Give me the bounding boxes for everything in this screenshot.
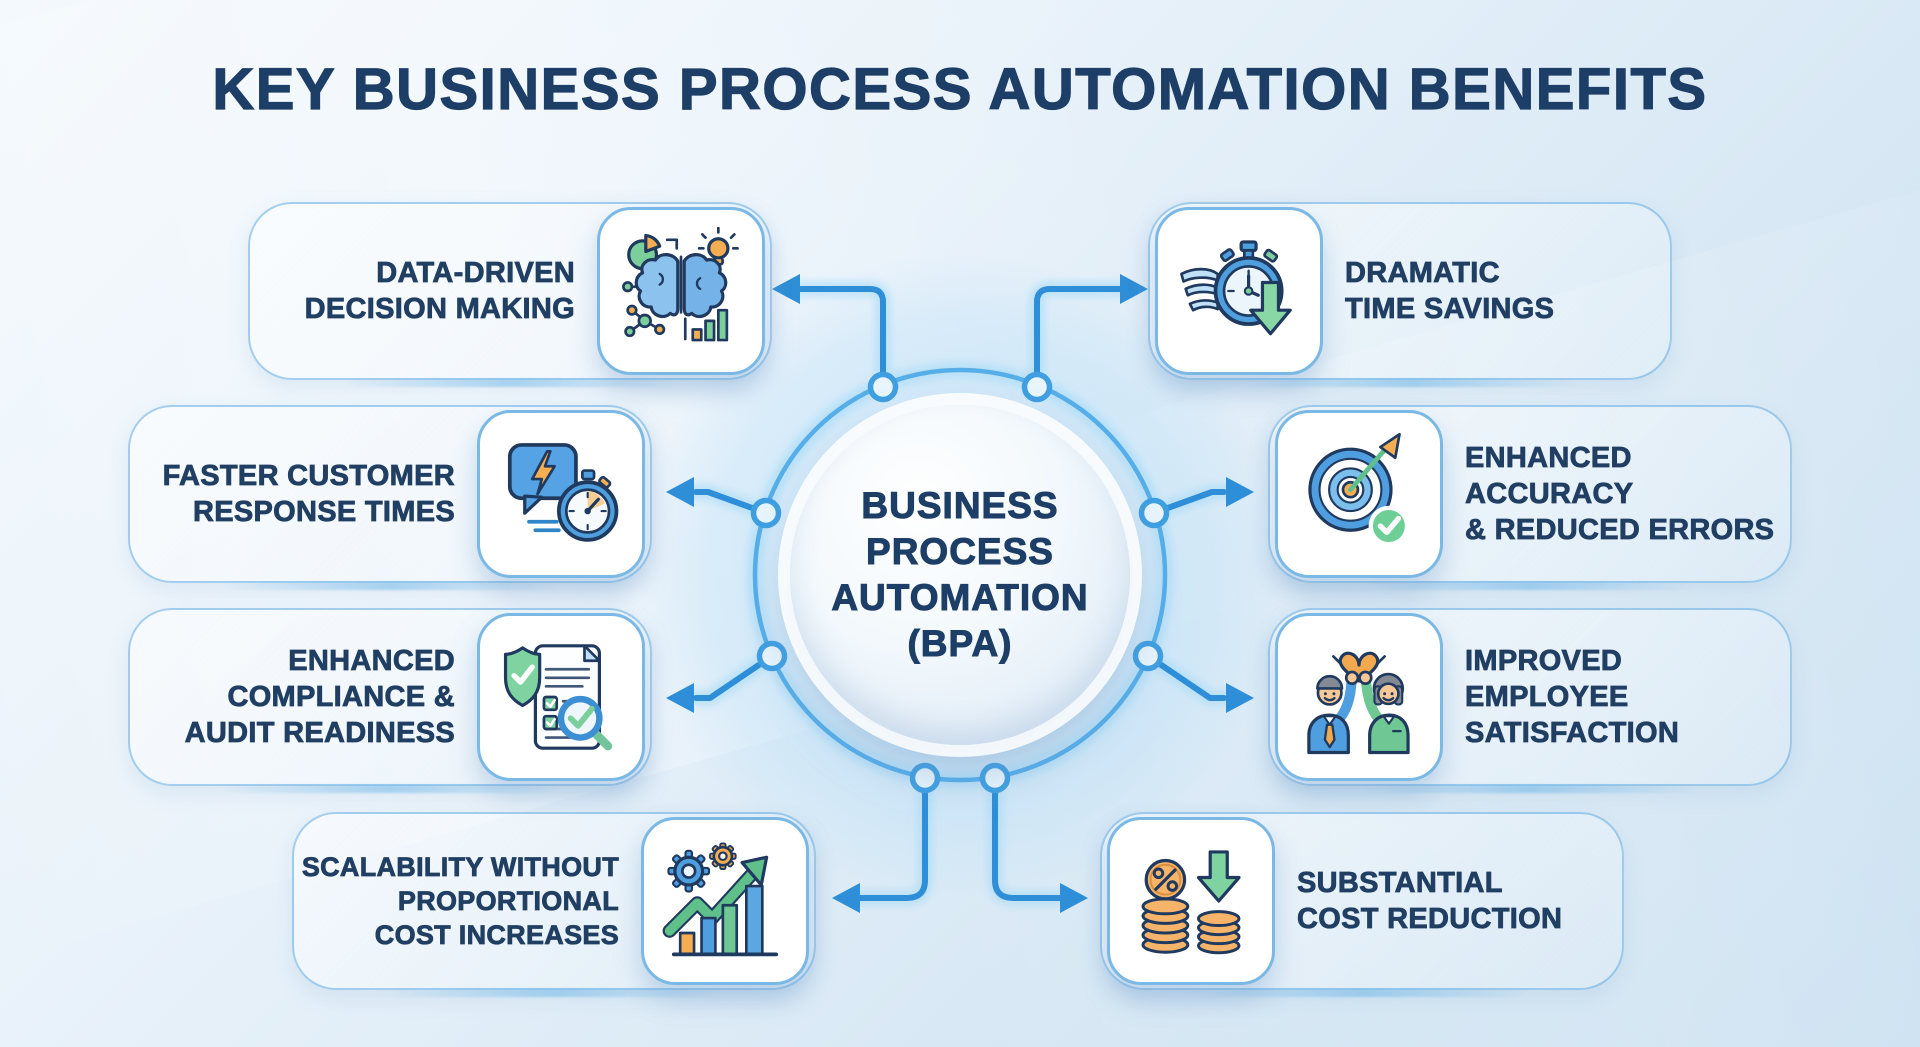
central-node-label-line: AUTOMATION	[831, 577, 1089, 619]
ring-node	[909, 762, 941, 794]
hub-ring	[752, 367, 1168, 783]
audit-document-icon	[503, 644, 613, 751]
ring-node	[1021, 371, 1053, 403]
benefit-label: ENHANCED ACCURACY & REDUCED ERRORS	[1465, 442, 1775, 547]
benefit-employee: IMPROVED EMPLOYEE SATISFACTION	[1268, 608, 1792, 786]
target-check-icon	[1308, 432, 1410, 547]
benefit-icon-card	[1275, 613, 1443, 781]
benefit-accuracy: ENHANCED ACCURACY & REDUCED ERRORS	[1268, 405, 1792, 583]
ring-node	[1132, 640, 1164, 672]
benefit-label: DATA-DRIVEN DECISION MAKING	[304, 257, 575, 326]
high-five-icon	[1307, 651, 1410, 755]
benefit-label: FASTER CUSTOMER RESPONSE TIMES	[162, 460, 455, 529]
ring-nodes	[750, 371, 1170, 794]
central-node-label-line: BUSINESS	[861, 485, 1059, 527]
ring-node	[756, 640, 788, 672]
connector-cost-reduction	[992, 775, 1088, 913]
ring-node	[867, 371, 899, 403]
arrow-left-icon	[666, 477, 694, 507]
orange-gear-icon	[709, 842, 737, 870]
benefit-cost-reduction: SUBSTANTIAL COST REDUCTION	[1100, 812, 1624, 990]
ring-node	[750, 497, 782, 529]
chat-stopwatch-icon	[507, 443, 619, 542]
connector-compliance	[666, 653, 775, 713]
arrow-right-icon	[1060, 883, 1088, 913]
blue-gear-icon	[667, 849, 711, 893]
benefit-icon-card	[1155, 207, 1323, 375]
ring-node	[979, 762, 1011, 794]
arrow-left-icon	[772, 274, 800, 304]
brain-analytics-icon	[622, 227, 739, 342]
benefit-compliance: ENHANCED COMPLIANCE & AUDIT READINESS	[128, 608, 652, 786]
benefit-label: ENHANCED COMPLIANCE & AUDIT READINESS	[184, 645, 455, 750]
central-node-label-line: (BPA)	[907, 623, 1013, 665]
benefit-icon-card	[1275, 410, 1443, 578]
benefit-faster-response: FASTER CUSTOMER RESPONSE TIMES	[128, 405, 652, 583]
central-node: BUSINESS PROCESS AUTOMATION (BPA)	[790, 405, 1130, 745]
benefit-time-savings: DRAMATIC TIME SAVINGS	[1148, 202, 1672, 380]
growth-gears-icon	[662, 842, 779, 957]
benefit-label: SUBSTANTIAL COST REDUCTION	[1297, 867, 1563, 936]
coins-down-arrow-icon	[1141, 850, 1241, 955]
connector-time-savings	[1034, 274, 1148, 390]
arrow-right-icon	[1120, 274, 1148, 304]
arrow-right-icon	[1226, 683, 1254, 713]
arrow-left-icon	[666, 683, 694, 713]
benefit-scalability: SCALABILITY WITHOUT PROPORTIONAL COST IN…	[292, 812, 816, 990]
benefit-label: IMPROVED EMPLOYEE SATISFACTION	[1465, 645, 1680, 750]
connector-accuracy	[1151, 477, 1254, 516]
connector-data-driven	[772, 274, 886, 390]
page-title: KEY BUSINESS PROCESS AUTOMATION BENEFITS	[212, 56, 1708, 122]
central-node-label-line: PROCESS	[866, 531, 1054, 573]
benefit-icon-card	[477, 613, 645, 781]
connector-employee	[1145, 653, 1254, 713]
connector-scalability	[832, 775, 928, 913]
benefit-label: SCALABILITY WITHOUT PROPORTIONAL COST IN…	[301, 852, 619, 951]
arrow-right-icon	[1226, 477, 1254, 507]
benefit-icon-card	[477, 410, 645, 578]
benefit-icon-card	[641, 817, 809, 985]
winged-stopwatch-icon	[1180, 240, 1292, 336]
ring-node	[1138, 497, 1170, 529]
benefit-icon-card	[597, 207, 765, 375]
benefit-icon-card	[1107, 817, 1275, 985]
benefit-label: DRAMATIC TIME SAVINGS	[1345, 257, 1555, 326]
benefit-data-driven: DATA-DRIVEN DECISION MAKING	[248, 202, 772, 380]
arrow-left-icon	[832, 883, 860, 913]
connector-faster-response	[666, 477, 769, 516]
